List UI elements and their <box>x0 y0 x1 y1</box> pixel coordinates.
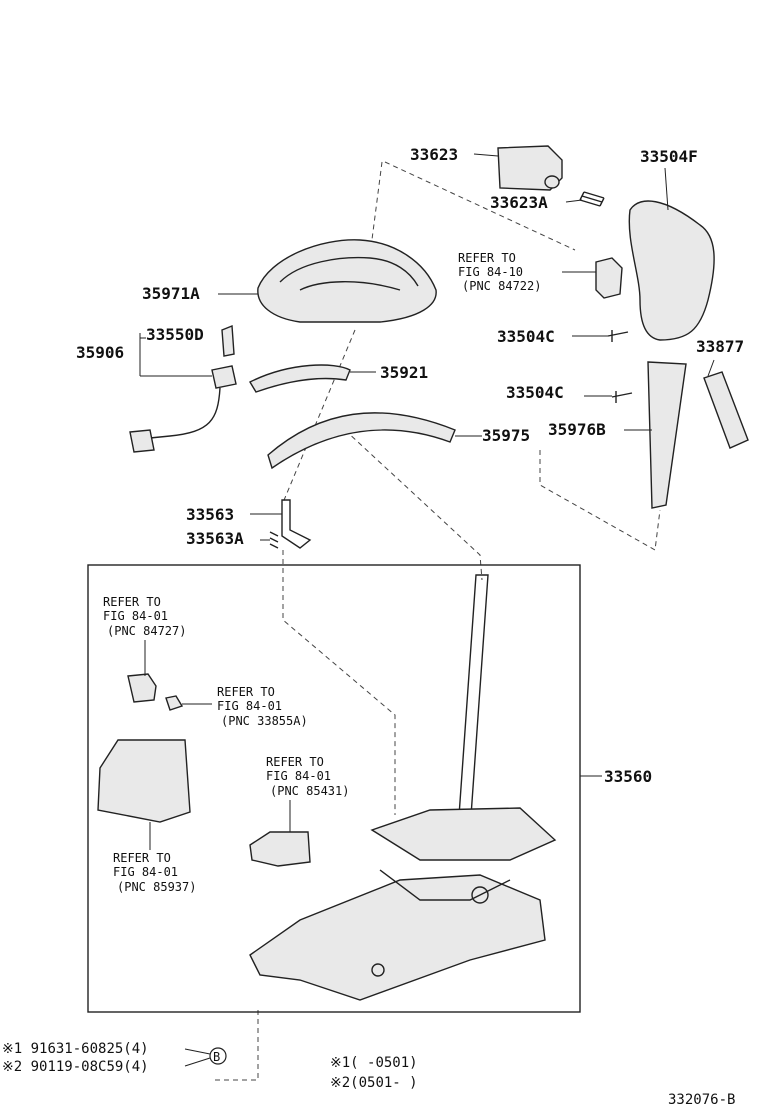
svg-text:(PNC 85937): (PNC 85937) <box>117 880 196 894</box>
svg-text:FIG 84-01: FIG 84-01 <box>266 769 331 783</box>
part-33504C-screw-1 <box>607 330 629 342</box>
label-33563A: 33563A <box>186 529 244 548</box>
label-35975: 35975 <box>482 426 530 445</box>
part-33563-pin <box>281 499 312 549</box>
shift-lever-assembly <box>249 574 557 1001</box>
svg-text:REFER TO: REFER TO <box>217 685 275 699</box>
svg-text:REFER TO: REFER TO <box>103 595 161 609</box>
label-33504C-2: 33504C <box>506 383 564 402</box>
svg-text:FIG 84-01: FIG 84-01 <box>113 865 178 879</box>
svg-text:(PNC 84727): (PNC 84727) <box>107 624 186 638</box>
ref-33855A-part <box>165 695 184 711</box>
svg-text:REFER TO: REFER TO <box>266 755 324 769</box>
label-35921: 35921 <box>380 363 428 382</box>
footnote-bolt-2: ※2 90119-08C59(4) <box>2 1059 149 1075</box>
ref-84727-part <box>127 673 157 703</box>
svg-text:(PNC 33855A): (PNC 33855A) <box>221 714 308 728</box>
svg-text:REFER TO: REFER TO <box>113 851 171 865</box>
marker-label: B <box>213 1050 220 1064</box>
footnote-bolt-1: ※1 91631-60825(4) <box>2 1041 149 1057</box>
part-35975-plate <box>267 412 456 470</box>
assembly-33560-frame <box>87 564 581 1013</box>
part-33623-shape <box>497 145 563 191</box>
footnote-date-2: ※2(0501- ) <box>330 1075 418 1091</box>
label-33623: 33623 <box>410 145 458 164</box>
part-33504F-knob <box>628 200 715 341</box>
footnote-date-1: ※1( -0501) <box>330 1055 418 1071</box>
svg-text:FIG 84-01: FIG 84-01 <box>103 609 168 623</box>
label-35971A: 35971A <box>142 284 200 303</box>
label-33563: 33563 <box>186 505 234 524</box>
svg-text:FIG 84-10: FIG 84-10 <box>458 265 523 279</box>
part-35971A-housing <box>257 239 437 323</box>
svg-text:FIG 84-01: FIG 84-01 <box>217 699 282 713</box>
part-33504C-screw-2 <box>611 391 633 403</box>
part-33877-tag <box>703 371 749 449</box>
refer-note-33855A: REFER TO FIG 84-01 (PNC 33855A) <box>217 685 308 728</box>
part-33550D-shape <box>221 324 235 357</box>
label-35976B: 35976B <box>548 420 606 439</box>
leader-lines <box>139 153 715 1067</box>
part-35906-sensor <box>129 365 237 453</box>
part-33563A-spring <box>269 531 279 549</box>
label-33504F: 33504F <box>640 147 698 166</box>
label-33623A: 33623A <box>490 193 548 212</box>
ref-85431-part <box>249 831 311 867</box>
figure-code: 332076-B <box>668 1092 735 1108</box>
label-33504C-1: 33504C <box>497 327 555 346</box>
label-33550D: 33550D <box>146 325 204 344</box>
ref-85937-part <box>97 739 191 823</box>
part-35976B-lever <box>647 361 687 509</box>
label-33877: 33877 <box>696 337 744 356</box>
refer-note-84727: REFER TO FIG 84-01 (PNC 84727) <box>103 595 186 638</box>
part-35921-plate <box>249 364 351 393</box>
svg-text:(PNC 84722): (PNC 84722) <box>462 279 541 293</box>
refer-note-84-10: REFER TO FIG 84-10 (PNC 84722) <box>458 251 541 293</box>
svg-text:REFER TO: REFER TO <box>458 251 516 265</box>
assembly-dashed-lines <box>215 161 661 1081</box>
marker-circle <box>209 1047 227 1065</box>
label-35906: 35906 <box>76 343 124 362</box>
svg-text:(PNC 85431): (PNC 85431) <box>270 784 349 798</box>
part-33623A-spring <box>579 191 605 207</box>
refer-note-85937: REFER TO FIG 84-01 (PNC 85937) <box>113 851 196 894</box>
button-part-shape <box>595 257 623 299</box>
refer-note-85431: REFER TO FIG 84-01 (PNC 85431) <box>266 755 349 798</box>
label-33560: 33560 <box>604 767 652 786</box>
